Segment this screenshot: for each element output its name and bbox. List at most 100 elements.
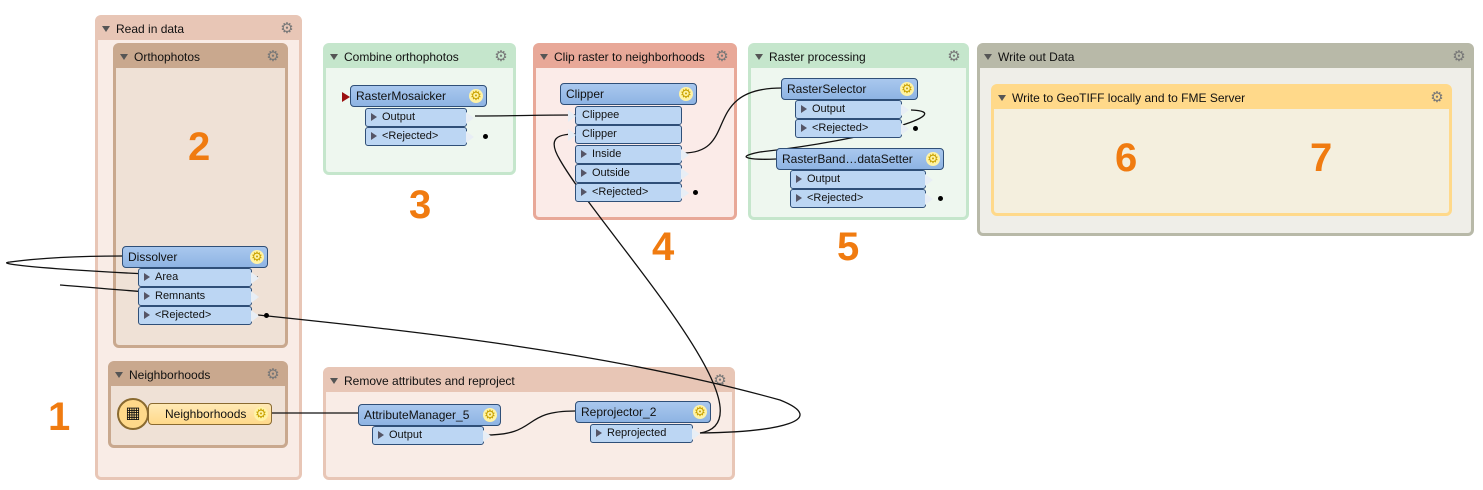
output-port[interactable]: Output [365,108,474,127]
bookmark-header[interactable]: Clip raster to neighborhoods ⚙ [536,46,734,68]
gear-icon[interactable]: ⚙ [947,48,961,65]
gear-icon[interactable]: ⚙ [926,151,940,166]
rejected-dot [693,190,698,195]
output-port[interactable]: <Rejected> [365,127,474,146]
bookmark-title: Write to GeoTIFF locally and to FME Serv… [1012,91,1246,105]
port-label: Clippee [582,109,620,121]
output-port[interactable]: Remnants [138,287,259,306]
bookmark-header[interactable]: Orthophotos ⚙ [116,46,285,68]
step-number-3: 3 [409,183,432,227]
transformer-clipper[interactable]: Clipper ⚙ [560,83,697,105]
collapse-triangle-icon[interactable] [330,54,338,60]
output-port[interactable]: Inside [575,145,689,164]
rejected-dot [913,126,918,131]
step-number-5: 5 [837,225,860,269]
port-label: <Rejected> [155,309,212,321]
input-port[interactable]: Clipper [568,125,682,144]
port-label: Output [812,103,846,115]
port-label: Clipper [582,128,617,140]
bookmark-title: Combine orthophotos [344,50,459,64]
bookmark-title: Neighborhoods [129,368,211,382]
collapse-triangle-icon[interactable] [998,95,1006,101]
step-number-6: 6 [1115,136,1138,180]
gear-icon[interactable]: ⚙ [469,88,483,103]
gear-icon[interactable]: ⚙ [1452,48,1466,65]
output-port[interactable]: Outside [575,164,689,183]
gear-icon[interactable]: ⚙ [679,86,693,101]
port-label: <Rejected> [592,186,649,198]
gear-icon[interactable]: ⚙ [693,404,707,419]
output-port[interactable]: Output [372,426,491,445]
collapse-triangle-icon[interactable] [115,372,123,378]
bookmark-title: Raster processing [769,50,866,64]
port-label: <Rejected> [807,192,864,204]
collapse-triangle-icon[interactable] [120,54,128,60]
gear-icon[interactable]: ⚙ [483,407,497,422]
gear-icon[interactable]: ⚙ [494,48,508,65]
port-label: Output [807,173,841,185]
transformer-name: RasterSelector [787,82,867,96]
reader-name: Neighborhoods [165,407,247,421]
port-label: Outside [592,167,630,179]
collapse-triangle-icon[interactable] [984,54,992,60]
bookmark-header[interactable]: Remove attributes and reproject ⚙ [326,370,732,392]
bookmark-header[interactable]: Write out Data ⚙ [980,46,1471,68]
bookmark-header[interactable]: Read in data ⚙ [98,18,299,40]
gear-icon[interactable]: ⚙ [254,406,268,421]
port-label: <Rejected> [382,130,439,142]
input-port[interactable]: Clippee [568,106,682,125]
bookmark-write-geotiff[interactable]: Write to GeoTIFF locally and to FME Serv… [991,84,1452,216]
port-label: <Rejected> [812,122,869,134]
rejected-dot [264,313,269,318]
transformer-name: RasterBand…dataSetter [782,152,913,166]
bookmark-raster-processing[interactable]: Raster processing ⚙ [748,43,969,220]
step-number-2: 2 [188,125,211,169]
bookmark-header[interactable]: Neighborhoods ⚙ [111,364,285,386]
bookmark-header[interactable]: Write to GeoTIFF locally and to FME Serv… [994,87,1449,109]
gear-icon[interactable]: ⚙ [266,366,280,383]
output-port[interactable]: <Rejected> [575,183,689,202]
collapse-triangle-icon[interactable] [330,378,338,384]
transformer-raster-selector[interactable]: RasterSelector ⚙ [781,78,918,100]
port-label: Remnants [155,290,206,302]
output-port[interactable]: Output [795,100,909,119]
gear-icon[interactable]: ⚙ [715,48,729,65]
gear-icon[interactable]: ⚙ [250,249,264,264]
reader-neighborhoods[interactable]: Neighborhoods ⚙ [148,403,272,425]
step-number-1: 1 [48,395,71,439]
transformer-reprojector[interactable]: Reprojector_2 ⚙ [575,401,711,423]
collapse-triangle-icon[interactable] [755,54,763,60]
rejected-dot [483,134,488,139]
bookmark-title: Orthophotos [134,50,201,64]
step-number-7: 7 [1310,136,1333,180]
step-number-4: 4 [652,225,675,269]
gear-icon[interactable]: ⚙ [280,20,294,37]
gear-icon[interactable]: ⚙ [266,48,280,65]
transformer-attribute-manager[interactable]: AttributeManager_5 ⚙ [358,404,501,426]
transformer-raster-mosaicker[interactable]: RasterMosaicker ⚙ [350,85,487,107]
bookmark-title: Read in data [116,22,185,36]
port-label: Area [155,271,179,283]
transformer-raster-band-setter[interactable]: RasterBand…dataSetter ⚙ [776,148,944,170]
output-port[interactable]: Output [790,170,933,189]
transformer-name: RasterMosaicker [356,89,447,103]
port-label: Reprojected [607,427,667,439]
gear-icon[interactable]: ⚙ [1430,89,1444,106]
bookmark-header[interactable]: Raster processing ⚙ [751,46,966,68]
gear-icon[interactable]: ⚙ [713,372,727,389]
gear-icon[interactable]: ⚙ [900,81,914,96]
transformer-name: AttributeManager_5 [364,408,470,422]
bookmark-header[interactable]: Combine orthophotos ⚙ [326,46,513,68]
transformer-name: Reprojector_2 [581,405,657,419]
transformer-dissolver[interactable]: Dissolver ⚙ [122,246,268,268]
output-port[interactable]: Reprojected [590,424,700,443]
output-port[interactable]: Area [138,268,259,287]
collapse-triangle-icon[interactable] [102,26,110,32]
output-port[interactable]: <Rejected> [790,189,933,208]
port-label: Inside [592,148,622,160]
output-port[interactable]: <Rejected> [795,119,909,138]
bookmark-title: Clip raster to neighborhoods [554,50,705,64]
table-reader-icon[interactable]: ▦ [117,398,149,430]
collapse-triangle-icon[interactable] [540,54,548,60]
output-port[interactable]: <Rejected> [138,306,259,325]
